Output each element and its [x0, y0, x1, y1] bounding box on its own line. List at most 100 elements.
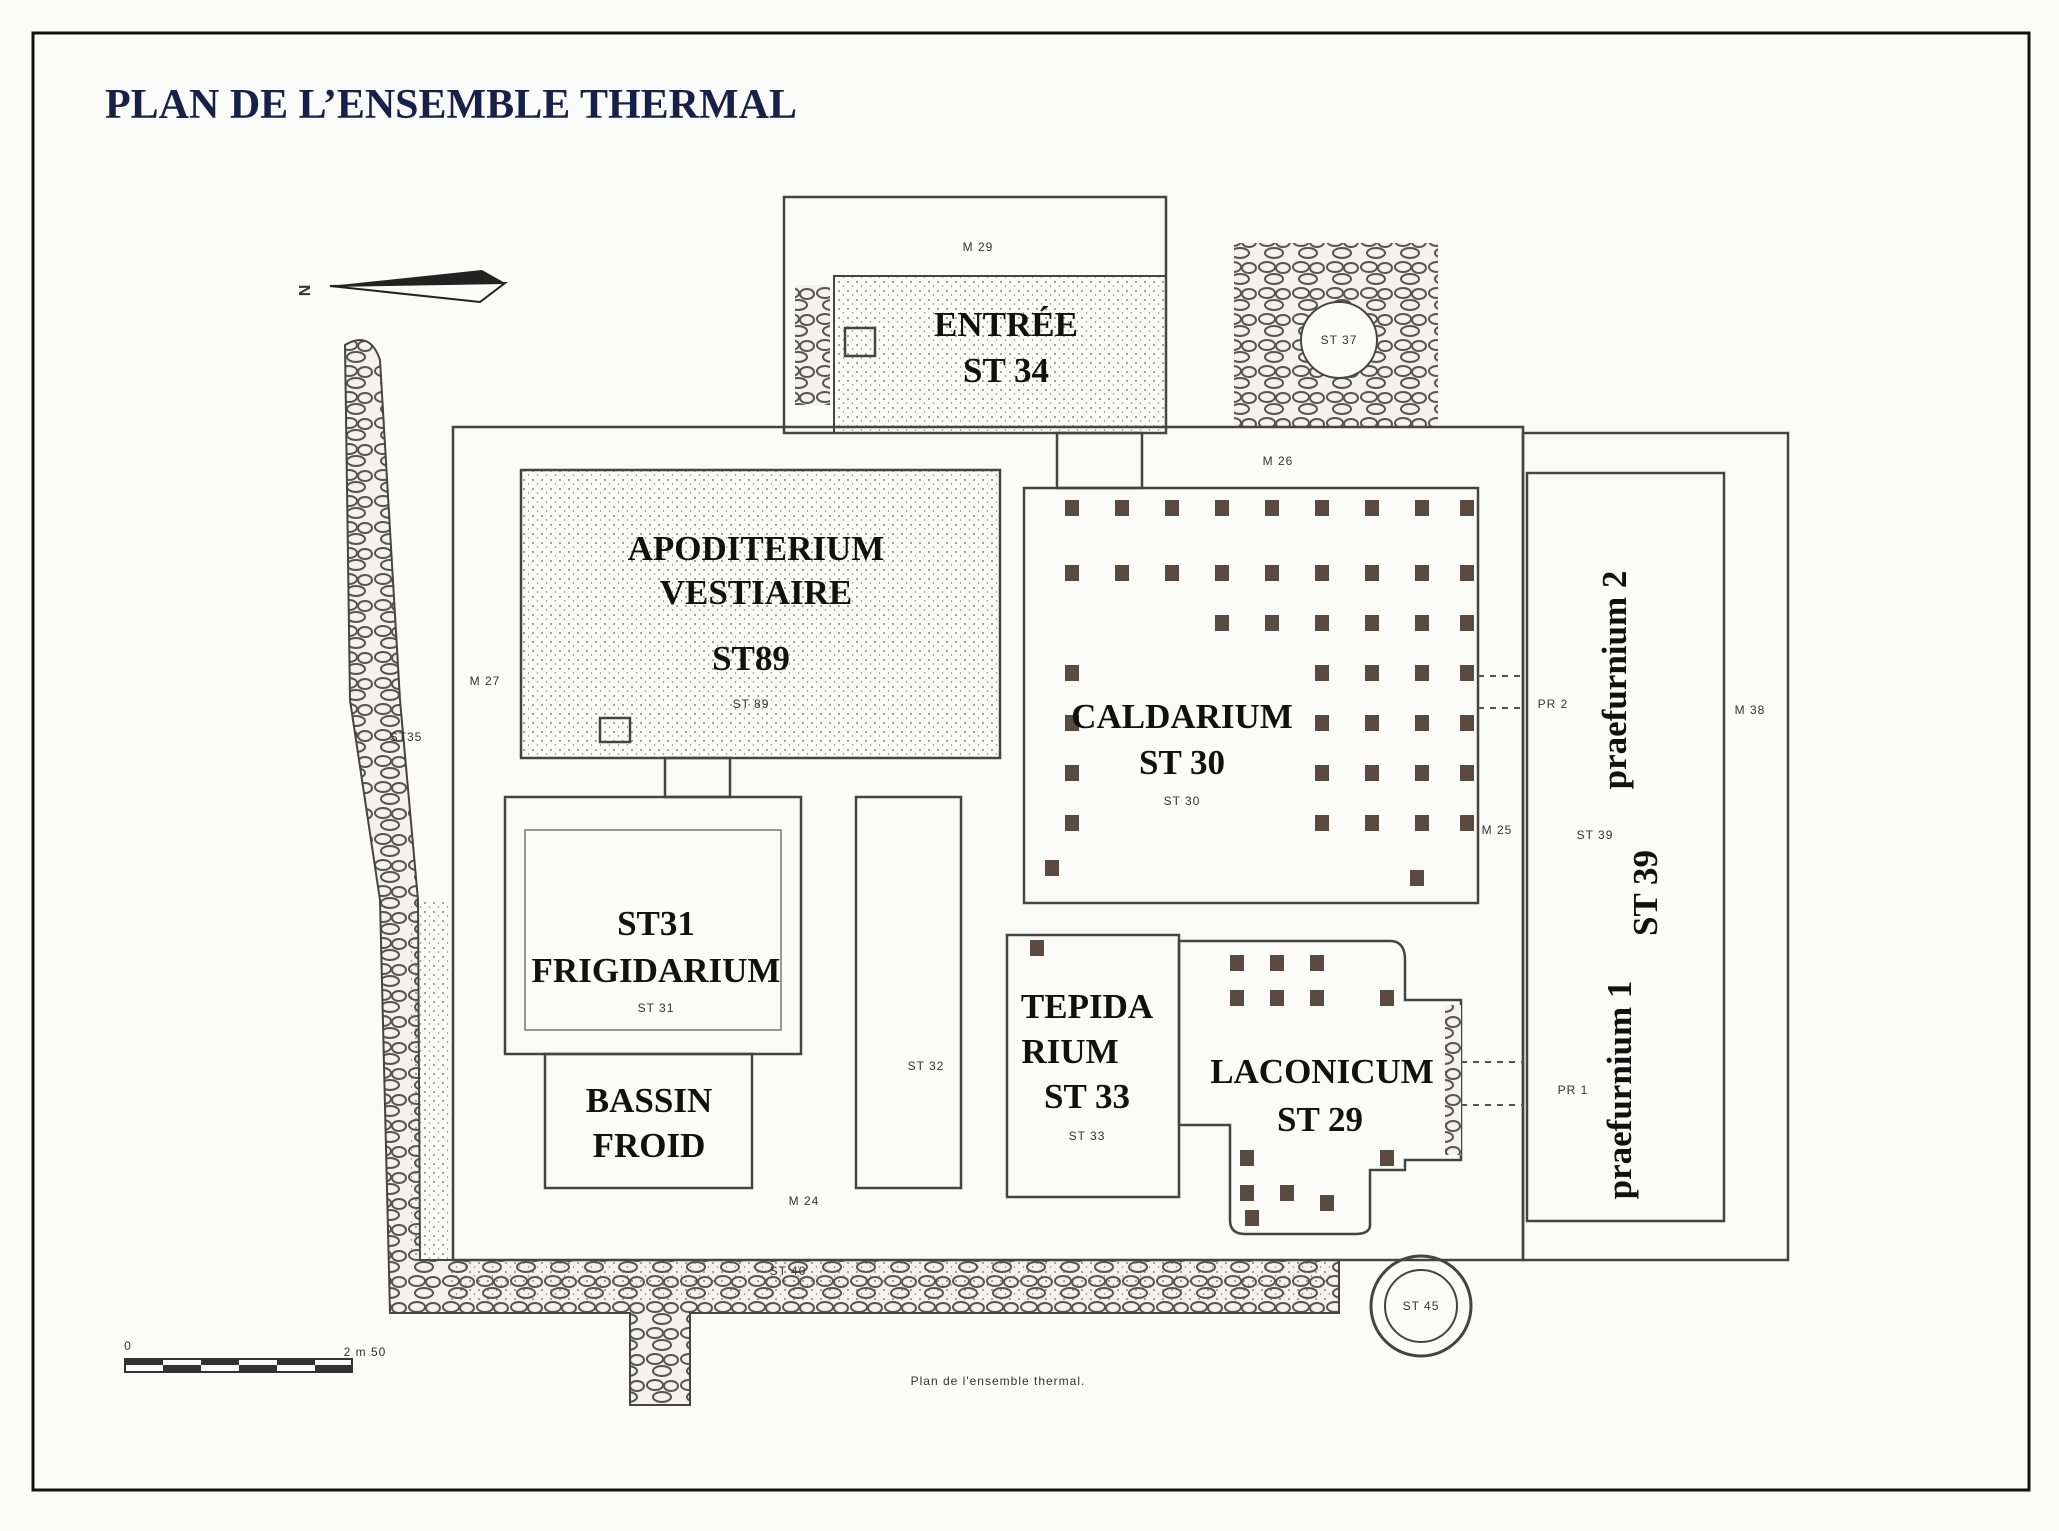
- pillar: [1245, 1210, 1259, 1226]
- svg-text:TEPIDA: TEPIDA: [1021, 987, 1154, 1026]
- pillar: [1380, 1150, 1394, 1166]
- praefurnium-room: [1525, 471, 1726, 1223]
- pillar: [1240, 1150, 1254, 1166]
- pillar: [1365, 815, 1379, 831]
- svg-text:PR 2: PR 2: [1538, 697, 1569, 711]
- pillar: [1415, 715, 1429, 731]
- svg-text:N: N: [297, 284, 314, 297]
- pillar: [1365, 715, 1379, 731]
- frigidarium-inner: [524, 829, 782, 1031]
- pillar: [1045, 860, 1059, 876]
- pillar: [1380, 990, 1394, 1006]
- pillar: [1265, 565, 1279, 581]
- scale-bar: 0 2 m 50: [124, 1339, 387, 1373]
- pillar: [1115, 500, 1129, 516]
- passage: [1055, 431, 1144, 490]
- pillar: [1310, 990, 1324, 1006]
- svg-text:FRIGIDARIUM: FRIGIDARIUM: [532, 951, 781, 990]
- laconicum-room: [1177, 939, 1463, 1236]
- svg-text:ST 39: ST 39: [1577, 828, 1614, 842]
- pillar: [1270, 990, 1284, 1006]
- pillar: [1365, 615, 1379, 631]
- svg-text:ST 37: ST 37: [1321, 333, 1358, 347]
- pillar: [1065, 565, 1079, 581]
- room-labels: ENTRÉE ST 34 APODITERIUM VESTIAIRE ST89 …: [532, 305, 1665, 1199]
- entree-room: [833, 275, 1167, 434]
- pillar: [1365, 565, 1379, 581]
- pillar: [1460, 665, 1474, 681]
- st45-well: [1369, 1254, 1473, 1358]
- pillar: [1230, 990, 1244, 1006]
- structure-labels: M 29 M 26 M 27 ST35 PR 2 M 38 M 25 ST 39…: [390, 240, 1766, 1313]
- hypocaust-pillars: [1030, 500, 1474, 1226]
- gravel-st40: [450, 1262, 1330, 1302]
- laconicum-wall: [1445, 1005, 1461, 1155]
- pillar: [1415, 565, 1429, 581]
- svg-text:ST 34: ST 34: [963, 351, 1049, 390]
- pillar: [1415, 500, 1429, 516]
- pillar: [1240, 1185, 1254, 1201]
- svg-text:RIUM: RIUM: [1021, 1032, 1118, 1071]
- svg-text:M 26: M 26: [1263, 454, 1294, 468]
- pillar: [1065, 715, 1079, 731]
- svg-text:ST 30: ST 30: [1164, 794, 1201, 808]
- svg-text:CALDARIUM: CALDARIUM: [1071, 697, 1293, 736]
- pillar: [1310, 955, 1324, 971]
- pillar: [1115, 565, 1129, 581]
- st45-inner: [1384, 1269, 1458, 1343]
- pillar: [1315, 765, 1329, 781]
- svg-text:2 m 50: 2 m 50: [344, 1345, 387, 1359]
- pillar: [1365, 765, 1379, 781]
- pillar: [1065, 665, 1079, 681]
- passage: [663, 756, 732, 799]
- svg-text:0: 0: [124, 1339, 132, 1353]
- pillar: [1315, 665, 1329, 681]
- pillar: [1065, 815, 1079, 831]
- caldarium-room: [1022, 486, 1480, 905]
- apoditerium-room: [519, 468, 1002, 760]
- pillar: [1165, 500, 1179, 516]
- svg-text:ST31: ST31: [617, 904, 695, 943]
- svg-text:ST35: ST35: [390, 730, 423, 744]
- svg-text:ST 40: ST 40: [770, 1264, 807, 1278]
- pillar: [1365, 665, 1379, 681]
- svg-text:ST 45: ST 45: [1403, 1299, 1440, 1313]
- svg-text:VESTIAIRE: VESTIAIRE: [660, 573, 853, 612]
- pillar: [1215, 500, 1229, 516]
- pillar: [1415, 815, 1429, 831]
- pillar: [1460, 500, 1474, 516]
- pillar: [1215, 615, 1229, 631]
- gravel-strip: [410, 900, 450, 1260]
- svg-text:LACONICUM: LACONICUM: [1210, 1052, 1434, 1091]
- svg-text:praefurnium 1: praefurnium 1: [1600, 981, 1639, 1200]
- svg-text:ST89: ST89: [712, 639, 790, 678]
- svg-text:ST 33: ST 33: [1044, 1077, 1130, 1116]
- svg-text:PR 1: PR 1: [1558, 1083, 1589, 1097]
- plan-title: PLAN DE L’ENSEMBLE THERMAL: [105, 82, 797, 128]
- svg-text:praefurnium 2: praefurnium 2: [1595, 571, 1634, 790]
- pillar: [1280, 1185, 1294, 1201]
- svg-text:ST 89: ST 89: [733, 697, 770, 711]
- svg-text:BASSIN: BASSIN: [586, 1081, 712, 1120]
- pillar: [1410, 870, 1424, 886]
- pillar: [1315, 815, 1329, 831]
- pillar: [1460, 765, 1474, 781]
- pillar: [1315, 715, 1329, 731]
- pillar: [1315, 500, 1329, 516]
- pillar: [1230, 955, 1244, 971]
- entree-basin: [843, 326, 877, 358]
- praefurnium-enclosure: [1521, 431, 1790, 1262]
- svg-text:ST 29: ST 29: [1277, 1100, 1363, 1139]
- pillar: [1460, 715, 1474, 731]
- svg-text:M 27: M 27: [470, 674, 501, 688]
- svg-text:ST 39: ST 39: [1626, 850, 1665, 936]
- pillar: [1315, 565, 1329, 581]
- pillar: [1265, 500, 1279, 516]
- svg-text:M 24: M 24: [789, 1194, 820, 1208]
- svg-text:M 38: M 38: [1735, 703, 1766, 717]
- frame-border: [31, 31, 2031, 1492]
- pillar: [1460, 565, 1474, 581]
- svg-text:ENTRÉE: ENTRÉE: [934, 305, 1078, 344]
- pillar: [1415, 615, 1429, 631]
